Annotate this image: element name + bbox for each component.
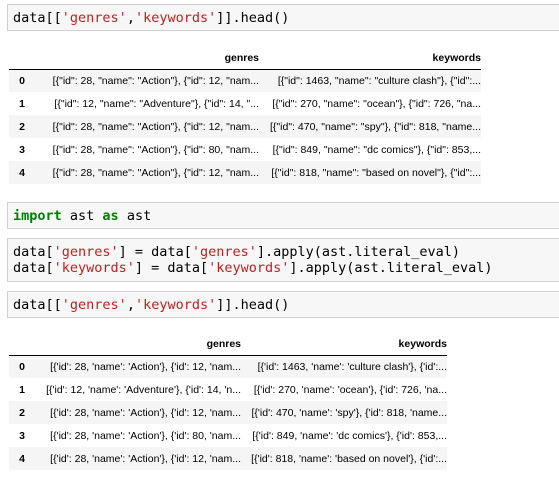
keywords-cell: [{'id': 818, 'name': 'based on novel'}, … bbox=[251, 452, 447, 465]
keywords-cell: [{"id": 1463, "name": "culture clash"}, … bbox=[277, 74, 481, 87]
table-row: 4 [{"id": 28, "name": "Action"}, {"id": 1… bbox=[9, 161, 481, 184]
row-index: 3 bbox=[19, 429, 25, 442]
string-literal: 'genres' bbox=[53, 244, 119, 260]
column-header-keywords: keywords bbox=[241, 333, 447, 356]
string-literal: 'genres' bbox=[61, 10, 127, 26]
row-index: 1 bbox=[19, 97, 25, 110]
row-index: 0 bbox=[19, 360, 25, 373]
code-text: , bbox=[126, 297, 135, 313]
keyword-as: as bbox=[102, 208, 119, 224]
table-row: 2 [{'id': 28, 'name': 'Action'}, {'id': 1… bbox=[9, 401, 447, 424]
genres-cell: [{'id': 28, 'name': 'Action'}, {'id': 12… bbox=[50, 452, 241, 465]
table-header-row: genres keywords bbox=[9, 47, 481, 70]
table-row: 1 [{"id": 12, "name": "Adventure"}, {"id"… bbox=[9, 92, 481, 115]
code-cell-apply[interactable]: data['genres'] = data['genres'].apply(as… bbox=[7, 238, 559, 282]
table-row: 0 [{"id": 28, "name": "Action"}, {"id": 1… bbox=[9, 69, 481, 92]
row-index: 4 bbox=[19, 166, 25, 179]
code-text: ].apply(ast.literal_eval) bbox=[289, 260, 493, 276]
genres-cell: [{"id": 12, "name": "Adventure"}, {"id":… bbox=[54, 97, 259, 110]
genres-cell: [{'id': 28, 'name': 'Action'}, {'id': 12… bbox=[50, 360, 241, 373]
table-row: 3 [{"id": 28, "name": "Action"}, {"id": 8… bbox=[9, 138, 481, 161]
code-text: data[ bbox=[13, 260, 54, 276]
row-index: 2 bbox=[19, 120, 25, 133]
code-cell-import[interactable]: import ast as ast bbox=[7, 202, 559, 229]
string-literal: 'keywords' bbox=[134, 297, 217, 313]
string-literal: 'keywords' bbox=[53, 260, 135, 276]
code-text: ast bbox=[61, 208, 103, 224]
dataframe-output-2: genres keywords 0 [{'id': 28, 'name': 'Ac… bbox=[9, 333, 447, 470]
code-text: ].apply(ast.literal_eval) bbox=[256, 244, 461, 260]
code-text: data[[ bbox=[13, 10, 62, 26]
string-literal: 'keywords' bbox=[208, 260, 290, 276]
code-cell-head-1[interactable]: data[['genres','keywords']].head() bbox=[7, 4, 559, 31]
code-text: data[[ bbox=[13, 297, 62, 313]
code-text: ]].head() bbox=[216, 10, 290, 26]
genres-cell: [{'id': 12, 'name': 'Adventure'}, {'id':… bbox=[46, 383, 241, 396]
string-literal: 'keywords' bbox=[134, 10, 217, 26]
index-header bbox=[9, 333, 31, 356]
genres-cell: [{"id": 28, "name": "Action"}, {"id": 80… bbox=[52, 143, 259, 156]
keywords-cell: [{'id': 849, 'name': 'dc comics'}, {'id'… bbox=[252, 429, 447, 442]
table-header-row: genres keywords bbox=[9, 333, 447, 356]
row-index: 1 bbox=[19, 383, 25, 396]
table-row: 2 [{"id": 28, "name": "Action"}, {"id": 1… bbox=[9, 115, 481, 138]
code-text: ] = data[ bbox=[118, 244, 192, 260]
keywords-cell: [{'id': 270, 'name': 'ocean'}, {'id': 72… bbox=[253, 383, 447, 396]
row-index: 4 bbox=[19, 452, 25, 465]
index-header bbox=[9, 47, 31, 70]
column-header-genres: genres bbox=[31, 333, 241, 356]
genres-cell: [{'id': 28, 'name': 'Action'}, {'id': 80… bbox=[50, 429, 241, 442]
table-row: 0 [{'id': 28, 'name': 'Action'}, {'id': 1… bbox=[9, 355, 447, 378]
genres-cell: [{"id": 28, "name": "Action"}, {"id": 12… bbox=[52, 120, 259, 133]
genres-cell: [{'id': 28, 'name': 'Action'}, {'id': 12… bbox=[50, 406, 241, 419]
row-index: 3 bbox=[19, 143, 25, 156]
string-literal: 'genres' bbox=[191, 244, 257, 260]
keywords-cell: [{'id': 470, 'name': 'spy'}, {'id': 818,… bbox=[251, 406, 448, 419]
code-text: ast bbox=[118, 208, 152, 224]
column-header-keywords: keywords bbox=[259, 47, 481, 70]
keywords-cell: [{"id": 818, "name": "based on novel"}, … bbox=[271, 166, 481, 179]
table-row: 4 [{'id': 28, 'name': 'Action'}, {'id': 1… bbox=[9, 447, 447, 470]
code-text: ]].head() bbox=[216, 297, 290, 313]
table-row: 1 [{'id': 12, 'name': 'Adventure'}, {'id'… bbox=[9, 378, 447, 401]
code-text: ] = data[ bbox=[134, 260, 209, 276]
row-index: 0 bbox=[19, 74, 25, 87]
string-literal: 'genres' bbox=[61, 297, 127, 313]
keywords-cell: [{"id": 270, "name": "ocean"}, {"id": 72… bbox=[272, 97, 481, 110]
code-text: , bbox=[126, 10, 135, 26]
keyword-import: import bbox=[13, 208, 62, 224]
row-index: 2 bbox=[19, 406, 25, 419]
genres-cell: [{"id": 28, "name": "Action"}, {"id": 12… bbox=[52, 74, 259, 87]
code-text: data[ bbox=[13, 244, 54, 260]
keywords-cell: [{"id": 470, "name": "spy"}, {"id": 818,… bbox=[270, 120, 481, 133]
dataframe-output-1: genres keywords 0 [{"id": 28, "name": "Ac… bbox=[9, 47, 481, 184]
keywords-cell: [{'id': 1463, 'name': 'culture clash'}, … bbox=[257, 360, 447, 373]
code-cell-head-2[interactable]: data[['genres','keywords']].head() bbox=[7, 291, 559, 318]
genres-cell: [{"id": 28, "name": "Action"}, {"id": 12… bbox=[52, 166, 259, 179]
keywords-cell: [{"id": 849, "name": "dc comics"}, {"id"… bbox=[272, 143, 481, 156]
column-header-genres: genres bbox=[31, 47, 259, 70]
table-row: 3 [{'id': 28, 'name': 'Action'}, {'id': 8… bbox=[9, 424, 447, 447]
